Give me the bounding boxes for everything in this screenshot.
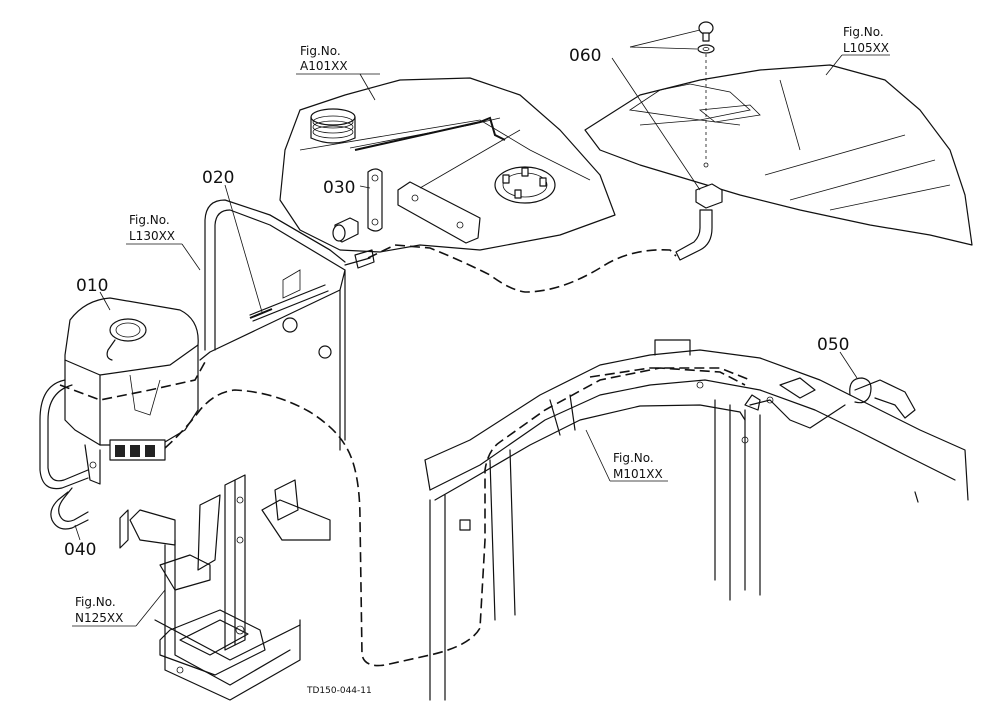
figref-l105-line1: Fig.No. [843,25,884,39]
part-050-nozzle [744,377,916,429]
part-label-040: 040 [64,540,96,560]
leader-lines [72,29,890,627]
hood-outline [584,64,973,246]
figref-l105-line2: L105XX [843,41,889,55]
roof-hose-line [589,367,751,381]
fuel-tank-outline [279,77,616,253]
figref-m101-line2: M101XX [613,467,663,481]
figref-n125-line1: Fig.No. [75,595,116,609]
figref-a101-line1: Fig.No. [300,44,341,58]
part-label-060: 060 [569,46,601,66]
part-label-050: 050 [817,335,849,355]
part-label-030: 030 [323,178,355,198]
figref-m101-line1: Fig.No. [613,451,654,465]
cab-frame-outline [199,199,375,451]
part-label-010: 010 [76,276,108,296]
part-label-020: 020 [202,168,234,188]
part-030-clamp [332,168,383,243]
part-040-hose [39,379,89,530]
part-020-hose [249,284,329,322]
fuel-hose-line [367,244,677,293]
part-010-washer-tank [64,297,199,485]
washer-hose-line [164,367,746,667]
washer-hose-to-nozzle [59,361,206,401]
figref-n125-line2: N125XX [75,611,123,625]
figref-a101-line2: A101XX [300,59,348,73]
part-060-fitting [675,21,723,261]
figref-l130-line1: Fig.No. [129,213,170,227]
bracket-stand-outline [119,474,331,701]
roof-frame-outline [424,339,969,701]
drawing-code: TD150-044-11 [306,686,372,696]
figref-l130-line2: L130XX [129,229,175,243]
